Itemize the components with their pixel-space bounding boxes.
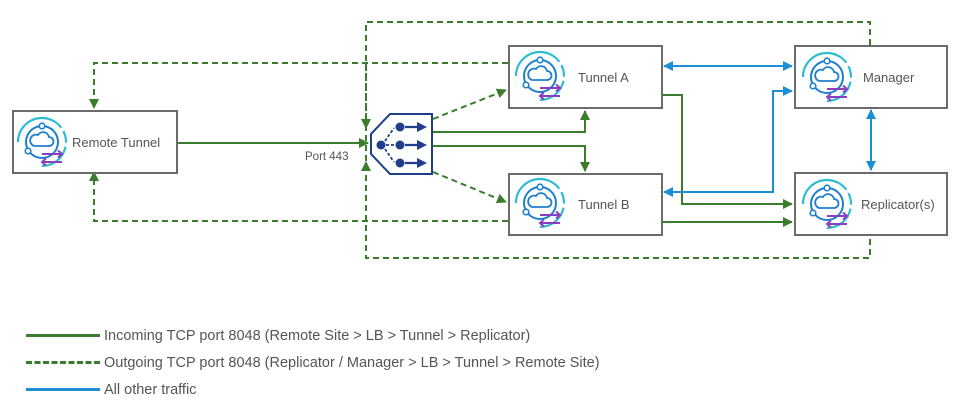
node-label: Tunnel A	[578, 70, 629, 85]
port-label: Port 443	[305, 151, 348, 163]
lb-to-tunnel-b	[433, 145, 590, 172]
legend-item-outgoing: Outgoing TCP port 8048 (Replicator / Man…	[26, 349, 600, 376]
node-tunnel-b[interactable]: Tunnel B	[508, 173, 663, 236]
solid-green-line-swatch	[26, 334, 100, 337]
lb-to-tunnel-a-dashed	[432, 88, 507, 120]
lb-to-tunnel-b-dashed	[432, 171, 507, 204]
node-label: Remote Tunnel	[72, 135, 160, 150]
incoming-traffic-lines	[178, 94, 793, 227]
legend-label: Incoming TCP port 8048 (Remote Site > LB…	[104, 327, 531, 344]
load-balancer-icon[interactable]	[370, 113, 433, 175]
node-replicator[interactable]: Replicator(s)	[794, 172, 948, 236]
solid-blue-line-swatch	[26, 388, 100, 391]
legend-item-incoming: Incoming TCP port 8048 (Remote Site > LB…	[26, 322, 600, 349]
legend-label: All other traffic	[104, 381, 197, 398]
legend: Incoming TCP port 8048 (Remote Site > LB…	[26, 322, 600, 403]
node-tunnel-a[interactable]: Tunnel A	[508, 45, 663, 109]
node-label: Manager	[863, 70, 915, 85]
lb-to-tunnel-a	[433, 110, 590, 133]
legend-item-other: All other traffic	[26, 376, 600, 403]
outgoing-tunnel-a-to-remote	[89, 62, 508, 109]
manager-to-tunnel-b-link	[663, 86, 793, 197]
node-remote-tunnel[interactable]: Remote Tunnel	[12, 110, 178, 174]
legend-label: Outgoing TCP port 8048 (Replicator / Man…	[104, 354, 600, 371]
node-manager[interactable]: Manager	[794, 45, 948, 109]
node-label: Replicator(s)	[861, 197, 935, 212]
outgoing-tunnel-b-to-remote	[89, 171, 508, 222]
dashed-green-line-swatch	[26, 361, 100, 364]
other-traffic-lines	[663, 61, 876, 197]
node-label: Tunnel B	[578, 197, 630, 212]
